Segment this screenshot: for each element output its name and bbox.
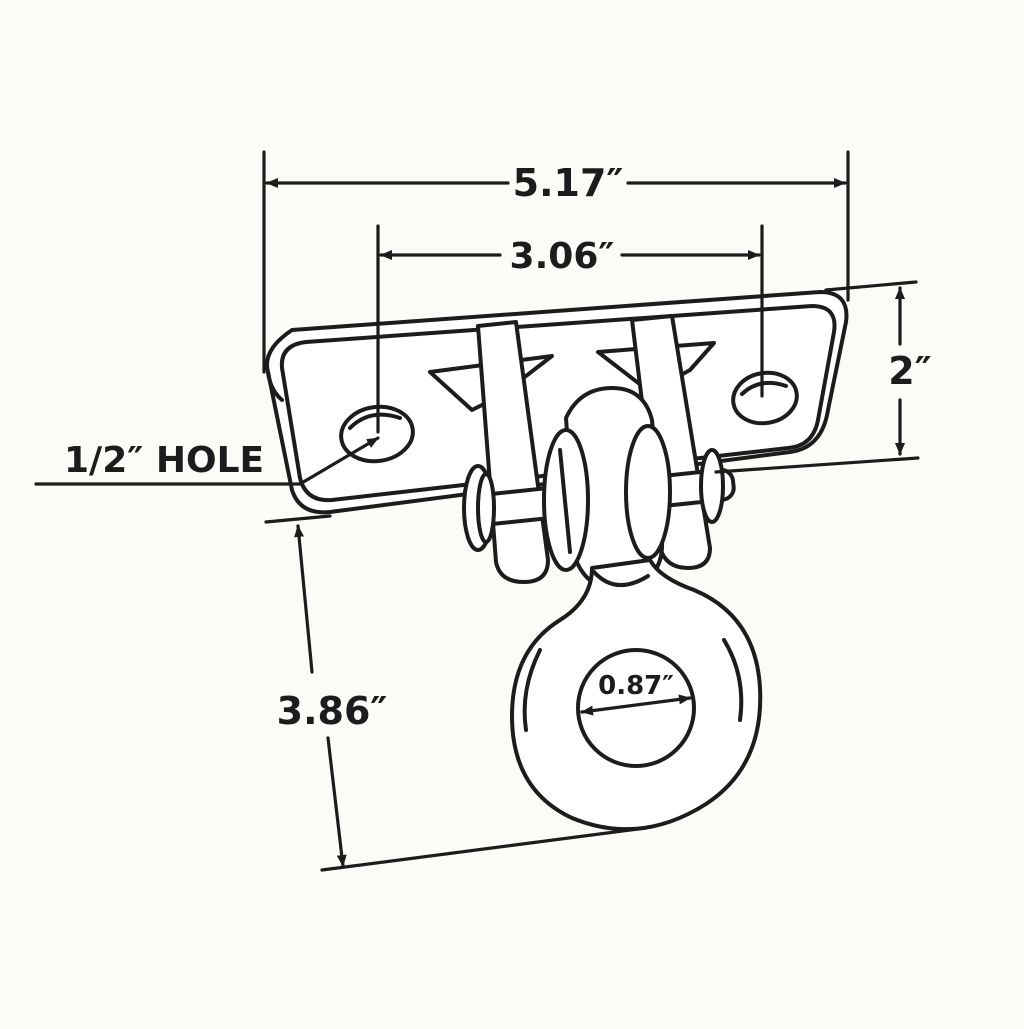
label-overall-width: 5.17″ (513, 161, 624, 205)
label-drop-height: 3.86″ (277, 689, 388, 733)
dimension-drop-height: 3.86″ (264, 514, 648, 872)
dimension-overall-width: 5.17″ (262, 150, 850, 374)
dimension-eye-diameter: 0.87″ (580, 671, 692, 716)
dimension-plate-depth: 2″ (714, 280, 932, 474)
callout-hole-size: 1/2″ HOLE (34, 436, 380, 486)
swivel-hub (542, 386, 672, 591)
label-hole-size: 1/2″ HOLE (64, 440, 264, 481)
dimension-hole-spacing: 3.06″ (376, 224, 764, 434)
label-hole-spacing: 3.06″ (510, 236, 615, 277)
label-plate-depth: 2″ (888, 349, 931, 393)
label-eye-diameter: 0.87″ (598, 671, 674, 701)
eye-opening (576, 648, 696, 768)
